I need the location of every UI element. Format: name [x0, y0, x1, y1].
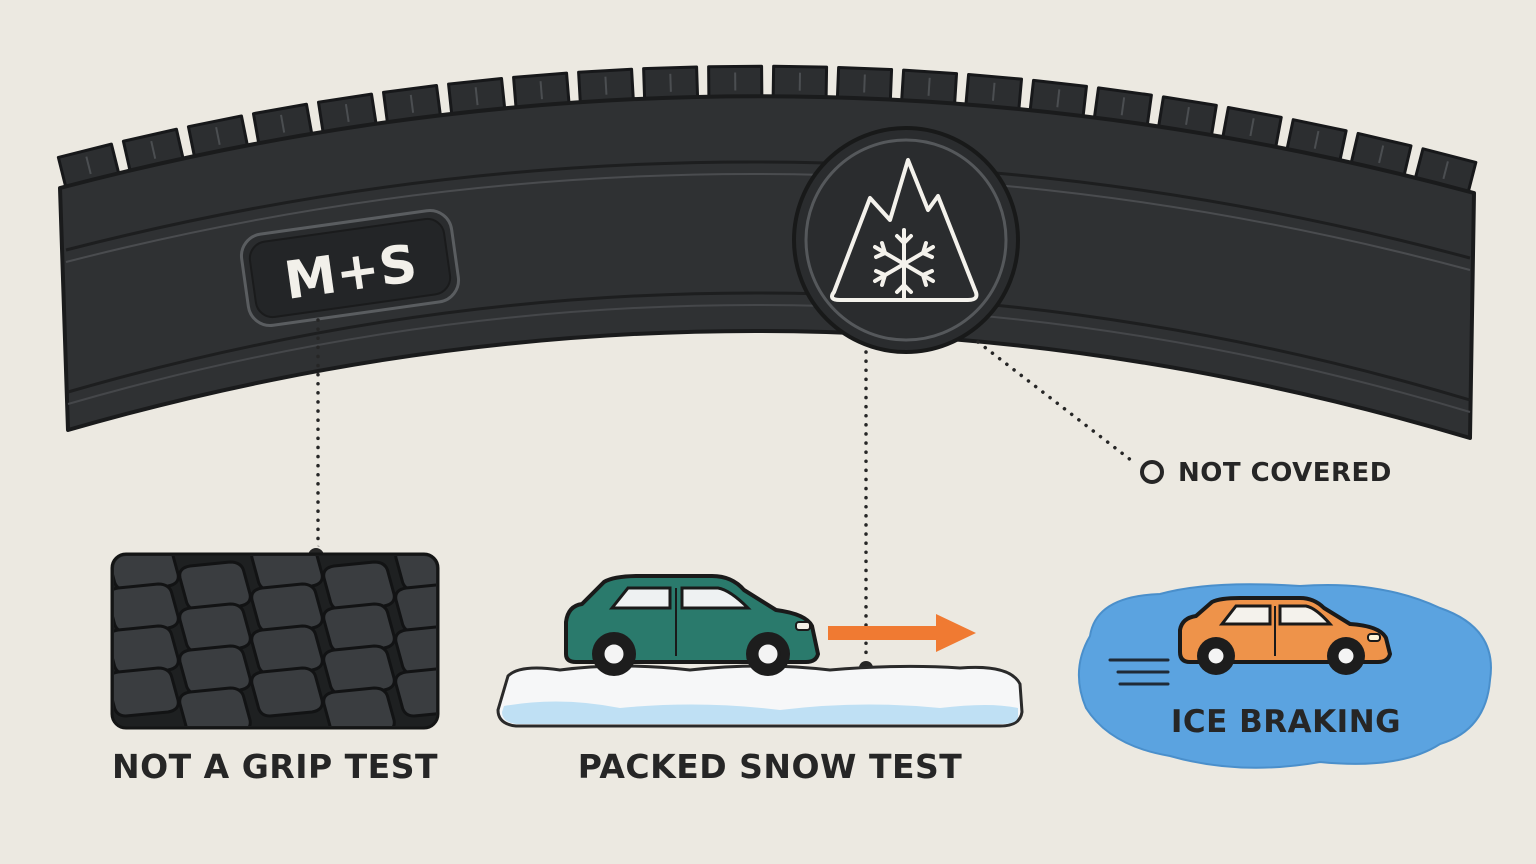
tread-lug	[114, 624, 180, 676]
direction-arrow-icon	[828, 614, 976, 652]
sidewall-groove	[65, 160, 1471, 260]
tread-lug	[250, 624, 324, 676]
tread-sipe	[1249, 118, 1255, 137]
tread-lug	[250, 582, 324, 634]
tread-sipe	[991, 82, 996, 101]
mountain-snowflake-icon	[830, 158, 979, 302]
tread-sipe	[1442, 161, 1449, 180]
ice-braking-scene: ICE BRAKING	[1077, 583, 1492, 769]
tread-lug	[250, 666, 324, 718]
ms-badge: M+S	[239, 209, 461, 327]
tread-pattern-image	[110, 552, 440, 730]
ice-caption: ICE BRAKING	[1171, 704, 1401, 740]
tread-lug	[178, 644, 252, 696]
tread-sipe	[927, 77, 931, 96]
tread-sipe	[1313, 130, 1320, 149]
tread-sipe	[409, 94, 415, 113]
tread-lug	[114, 666, 180, 718]
ms-caption: NOT A GRIP TEST	[112, 747, 438, 786]
tread-lug	[394, 624, 436, 676]
tread-sipe	[863, 74, 866, 93]
not-covered-label: NOT COVERED	[1178, 458, 1392, 488]
sidewall-groove	[67, 304, 1471, 413]
tread-lug	[114, 556, 180, 592]
tread-lug	[394, 556, 436, 592]
tread-sipe	[474, 87, 479, 106]
tread-lug	[178, 602, 252, 654]
tread-sipe	[85, 156, 92, 175]
tread-lug	[322, 644, 396, 696]
tread-lug	[322, 602, 396, 654]
not-covered-connector-line	[976, 340, 1138, 466]
three-peak-mountain-snowflake-badge	[792, 126, 1020, 354]
tread-sipe	[215, 127, 221, 146]
tread-sipe	[1378, 145, 1385, 164]
tread-sipe	[344, 103, 350, 123]
tire-sidewall	[56, 64, 1478, 440]
tread-sipe	[1185, 106, 1190, 126]
tread-sipe	[280, 114, 286, 133]
tread-lug	[394, 582, 436, 634]
tire-band	[58, 94, 1476, 440]
car-icon	[564, 574, 820, 676]
tread-sipe	[669, 73, 672, 92]
tread-lug	[322, 560, 396, 612]
not-covered-ring	[1140, 460, 1164, 484]
tread-lug	[394, 666, 436, 718]
car-icon	[1178, 596, 1392, 675]
snow-caption: PACKED SNOW TEST	[578, 747, 963, 786]
tread-sipe	[1120, 97, 1126, 116]
tread-sipe	[604, 76, 608, 95]
sidewall-groove	[65, 173, 1471, 271]
tread-lug	[178, 560, 252, 612]
tread-lug	[178, 686, 252, 726]
tread-sipe	[539, 81, 544, 100]
tread-sipe	[1056, 89, 1061, 108]
tread-sipe	[150, 140, 157, 159]
sidewall-groove	[67, 291, 1471, 402]
tread-lug	[322, 686, 396, 726]
packed-snow-scene	[496, 574, 1024, 728]
tread-lug	[114, 582, 180, 634]
